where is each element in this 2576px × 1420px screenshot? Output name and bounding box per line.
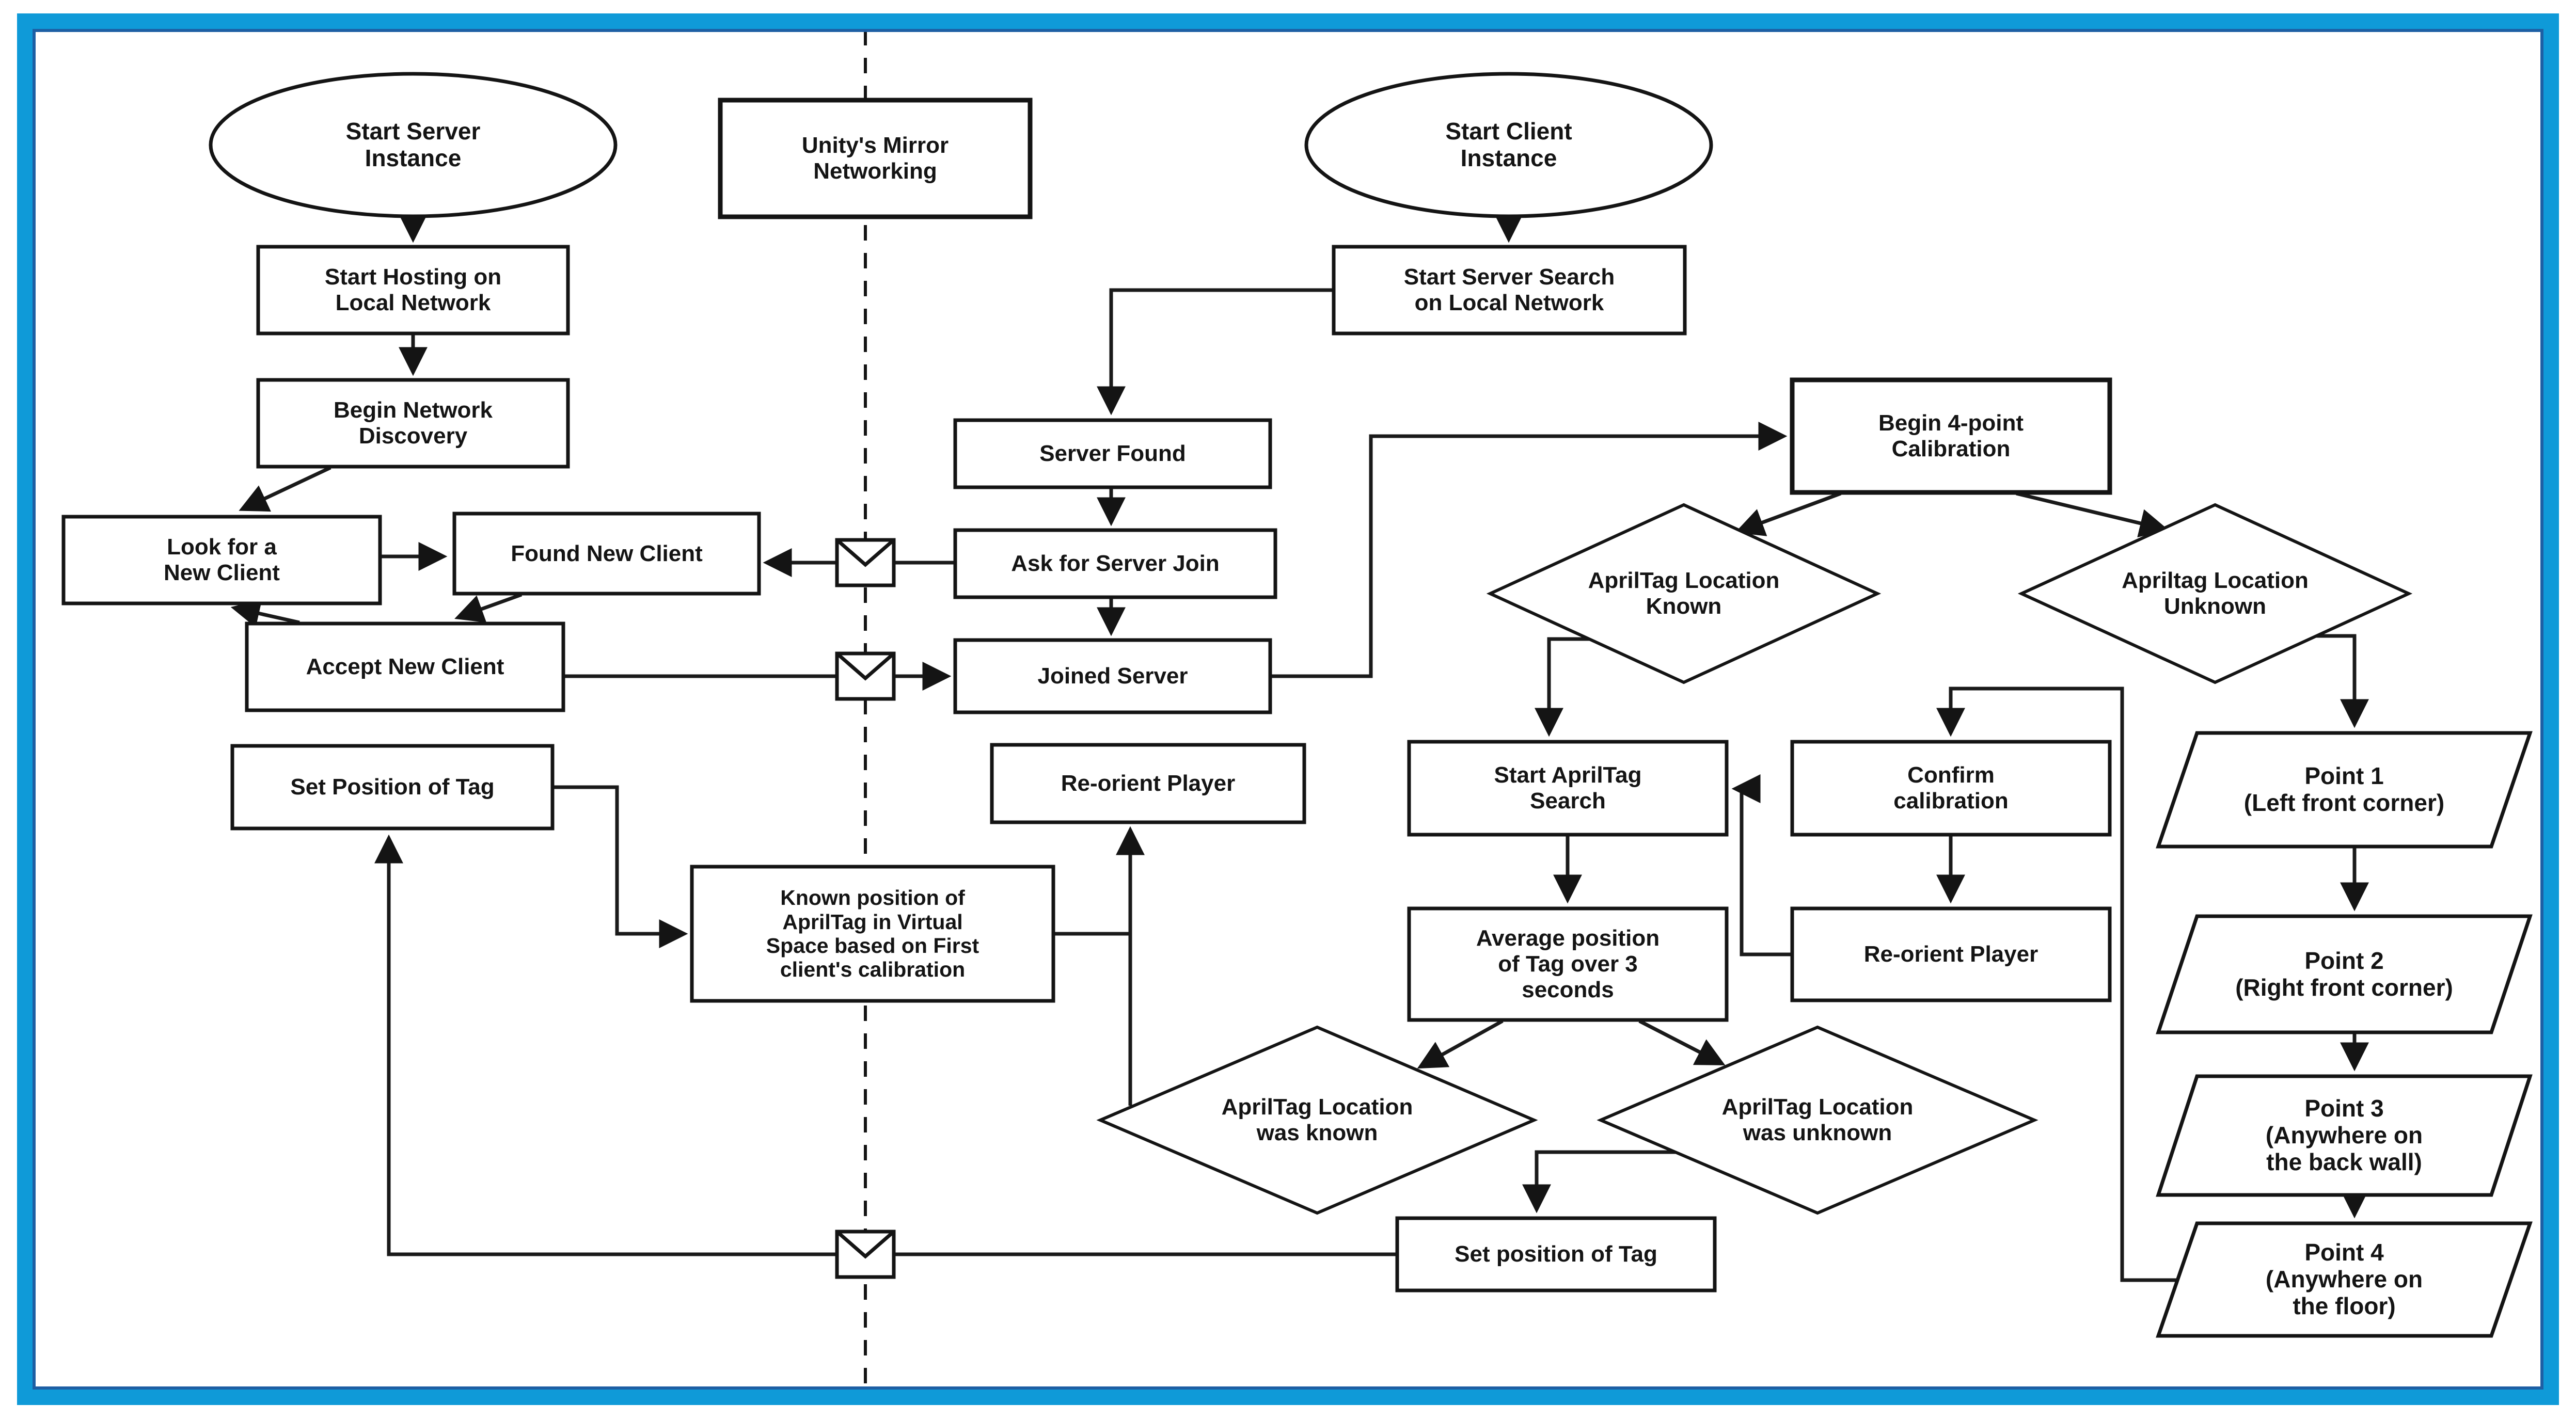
- envelope-icon: [835, 538, 896, 587]
- node-start-apriltag-search: [1407, 740, 1729, 837]
- edge-joined-begin4point: [1270, 422, 1788, 678]
- node-accept-new-client: [245, 621, 565, 712]
- edge-unknown-point1: [2311, 634, 2369, 728]
- node-start-hosting: [256, 245, 570, 336]
- edge-begin4point-unknown: [2016, 491, 2169, 538]
- edge-reorientright-starttagsearch: [1731, 774, 1792, 956]
- edge-setposbottom-setposleft-message: [374, 834, 1397, 1256]
- flow-connectors: [230, 214, 2369, 1282]
- edge-average-wasunknown: [1638, 1019, 1726, 1065]
- node-diamond-apriltag-was-unknown: [1597, 1025, 2038, 1215]
- node-reorient-player-right: [1790, 906, 2112, 1002]
- node-ask-for-server-join: [953, 528, 1277, 599]
- envelope-icon: [835, 651, 896, 701]
- edge-average-wasknown: [1417, 1019, 1504, 1069]
- blue-frame-border: [17, 13, 2559, 1405]
- node-diamond-apriltag-location-known: [1486, 503, 1882, 684]
- edge-wasunknown-setposbottom: [1522, 1150, 1676, 1214]
- node-joined-server: [953, 638, 1272, 714]
- node-diamond-apriltag-was-known: [1096, 1025, 1538, 1215]
- edge-foundnew-accept: [454, 593, 523, 623]
- node-average-position: [1407, 906, 1729, 1022]
- node-reorient-player-middle: [990, 743, 1306, 824]
- node-begin-network-discovery: [256, 378, 570, 469]
- node-unity-mirror-networking: [718, 98, 1033, 219]
- node-point-3: [2156, 1074, 2533, 1197]
- node-found-new-client: [452, 512, 761, 596]
- edge-serversearch-serverfound: [1097, 288, 1334, 416]
- node-set-position-of-tag-bottom: [1395, 1216, 1717, 1293]
- edge-accept-lookfor: [230, 599, 300, 628]
- blue-frame-inner-edge: [33, 29, 2543, 1390]
- node-server-found: [953, 418, 1272, 489]
- node-diamond-apriltag-location-unknown: [2017, 503, 2413, 684]
- node-confirm-calibration: [1790, 740, 2112, 837]
- edge-discovery-lookfor: [239, 466, 331, 512]
- node-begin-4point-calibration: [1790, 377, 2112, 495]
- node-look-for-new-client: [61, 515, 382, 605]
- node-start-server-search: [1332, 245, 1687, 336]
- node-set-position-of-tag-left: [230, 744, 555, 831]
- edge-known-starttagsearch: [1535, 637, 1590, 737]
- envelope-icon: [835, 1230, 896, 1279]
- node-start-client-instance: [1304, 72, 1713, 218]
- edge-setposleft-knownpos: [552, 785, 688, 948]
- edge-point4-confirm: [1936, 687, 2177, 1282]
- node-point-4: [2156, 1221, 2533, 1338]
- edge-begin4point-known: [1735, 491, 1842, 536]
- node-known-position-apriltag: [690, 865, 1055, 1003]
- node-point-1: [2156, 731, 2533, 849]
- node-start-server-instance: [209, 72, 618, 218]
- node-point-2: [2156, 914, 2533, 1034]
